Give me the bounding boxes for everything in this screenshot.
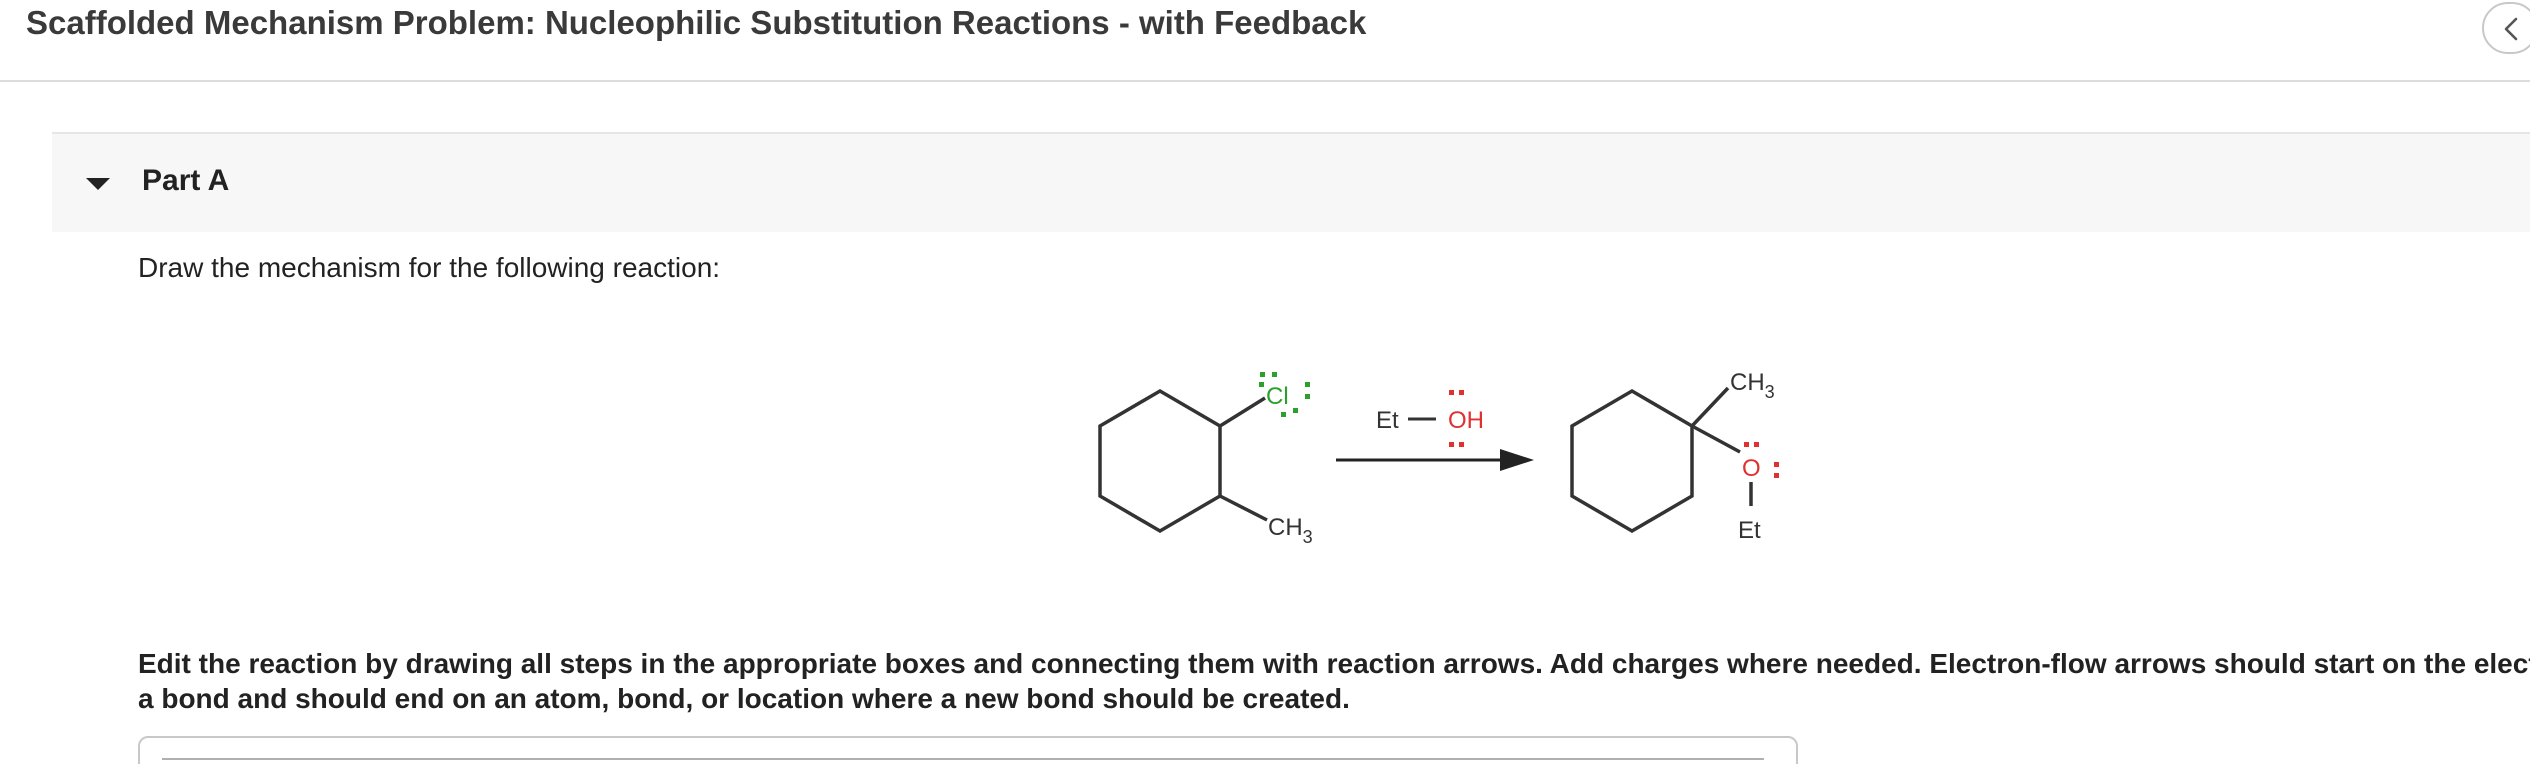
collapse-button[interactable] bbox=[2482, 2, 2530, 54]
instructions-line-1: Edit the reaction by drawing all steps i… bbox=[138, 648, 2530, 679]
reaction-scheme: Cl CH3 Et OH bbox=[1098, 369, 1779, 547]
reactant-methyl-label: CH3 bbox=[1268, 514, 1313, 547]
reaction-arrow bbox=[1336, 449, 1534, 471]
page-title: Scaffolded Mechanism Problem: Nucleophil… bbox=[26, 4, 1367, 41]
product-oxygen-lone-pairs bbox=[1744, 442, 1779, 478]
chlorine-lone-pairs bbox=[1259, 372, 1310, 417]
instructions-line-2: a bond and should end on an atom, bond, … bbox=[138, 683, 1350, 714]
product-oxygen-label: O bbox=[1742, 455, 1761, 482]
product-molecule bbox=[1570, 386, 1753, 534]
question-instructions: Edit the reaction by drawing all steps i… bbox=[138, 646, 2530, 716]
oxygen-lone-pairs bbox=[1449, 390, 1464, 447]
part-a-header[interactable]: Part A bbox=[52, 132, 2530, 232]
page-header: Scaffolded Mechanism Problem: Nucleophil… bbox=[0, 0, 2530, 82]
chevron-left-icon bbox=[2504, 17, 2518, 41]
product-methyl-label: CH3 bbox=[1730, 369, 1775, 402]
reactant-chlorine-label: Cl bbox=[1266, 383, 1289, 410]
part-toggle-button[interactable] bbox=[80, 164, 120, 204]
product-ethyl-label: Et bbox=[1738, 517, 1761, 544]
drawing-area-divider bbox=[162, 758, 1764, 760]
mechanism-drawing-area[interactable] bbox=[138, 736, 1798, 764]
question-prompt: Draw the mechanism for the following rea… bbox=[138, 252, 721, 283]
caret-down-icon bbox=[86, 178, 110, 190]
reactant-molecule bbox=[1098, 388, 1268, 534]
part-title: Part A bbox=[142, 164, 230, 197]
reagent-ethyl-label: Et bbox=[1376, 407, 1399, 434]
reagent-hydroxyl-label: OH bbox=[1448, 407, 1484, 434]
